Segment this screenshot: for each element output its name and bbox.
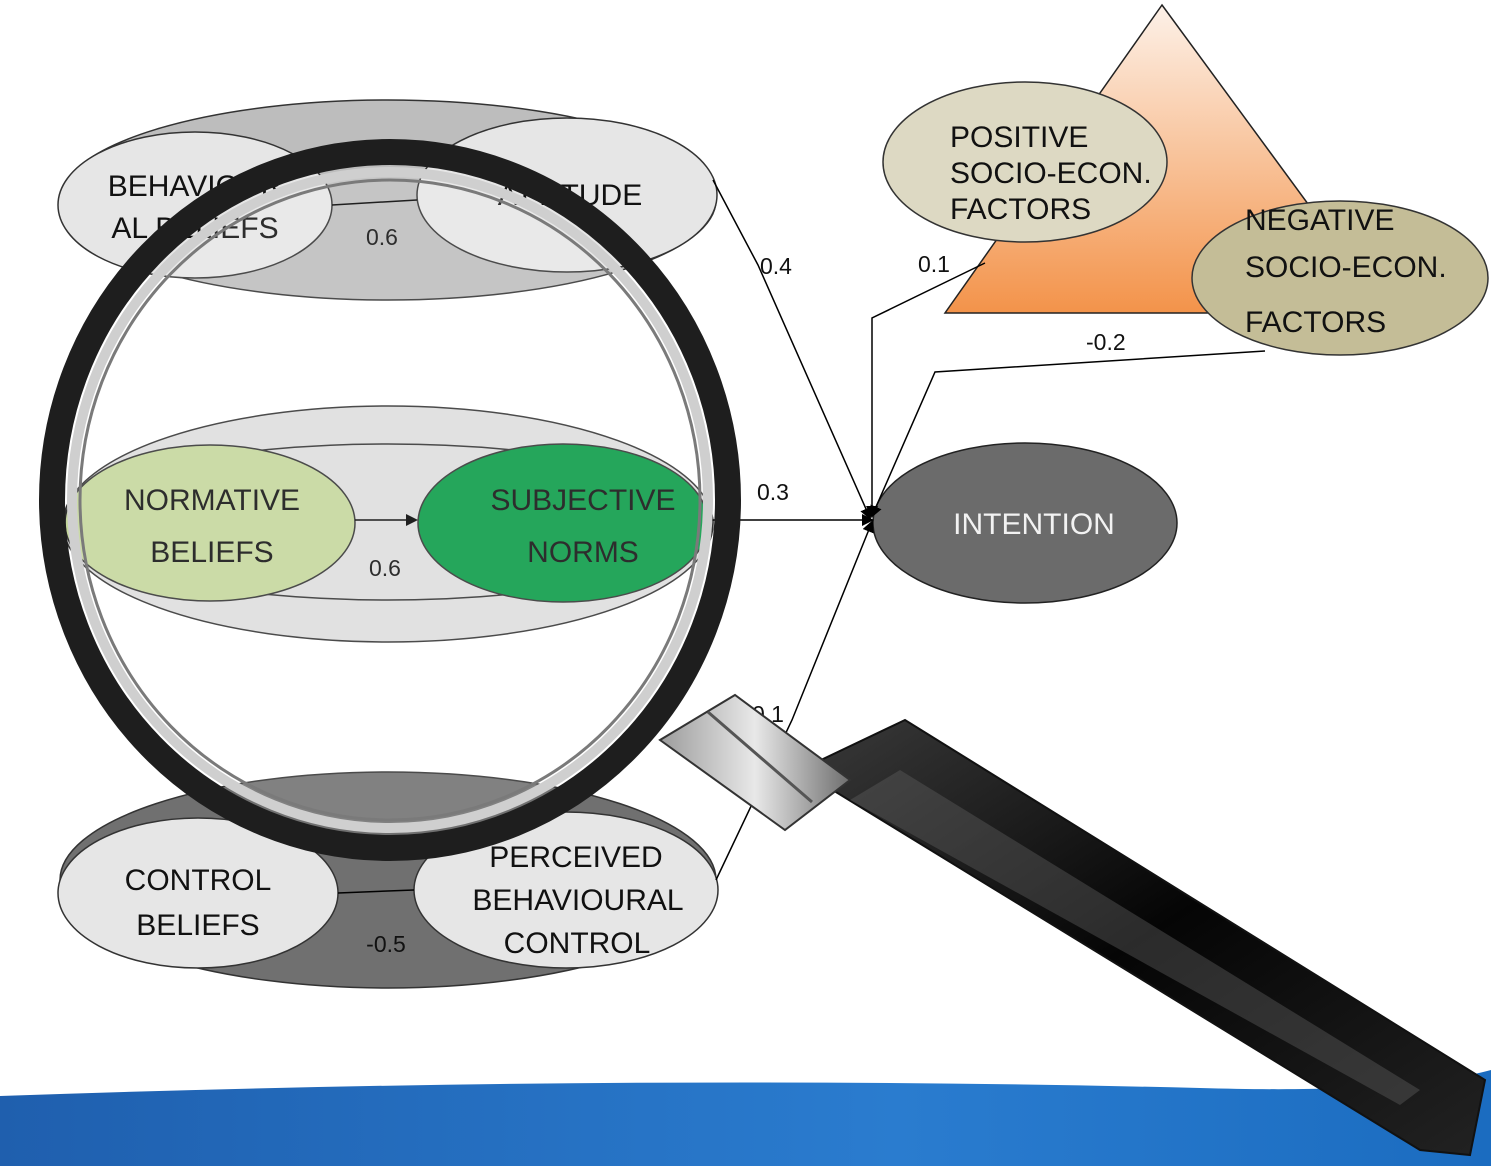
positive-factors-label-line-3: FACTORS <box>950 193 1091 226</box>
collar-groove <box>707 710 813 804</box>
weight-normative-subjective: 0.6 <box>369 555 401 581</box>
negative-factors-label-line-2: SOCIO-ECON. <box>1245 251 1447 284</box>
subjective-norms-label-line-1: SUBJECTIVE <box>490 484 675 517</box>
magnifier-collar <box>658 693 852 832</box>
perceived-intention-arrow <box>715 520 874 881</box>
positive-factors-label-line-1: POSITIVE <box>950 121 1088 154</box>
subjective-norms-group: NORMATIVE BELIEFS SUBJECTIVE NORMS 0.6 <box>62 405 714 643</box>
perceived-control-label-line-3: CONTROL <box>504 927 651 960</box>
intention-label: INTENTION <box>953 508 1115 541</box>
lens-rim-outer <box>39 139 741 861</box>
perceived-control-group: CONTROL BELIEFS PERCEIVED BEHAVIOURAL CO… <box>57 771 719 989</box>
handle-highlight <box>850 770 1420 1105</box>
positive-intention-arrow <box>866 262 986 518</box>
control-perceived-arrow <box>337 889 415 894</box>
negative-factors-node <box>1191 200 1489 356</box>
perceived-control-label-line-2: BEHAVIOURAL <box>472 884 683 917</box>
weight-control-perceived: -0.5 <box>366 931 406 957</box>
lens-glass <box>72 170 708 830</box>
normative-beliefs-label-line-2: BELIEFS <box>150 536 273 569</box>
perceived-control-label-line-1: PERCEIVED <box>489 841 662 874</box>
weight-positive-intention: 0.1 <box>918 251 950 277</box>
beliefs-attitude-arrow <box>331 199 418 206</box>
negative-intention-arrow <box>870 350 1266 518</box>
subjective-norms-label-line-2: NORMS <box>527 536 639 569</box>
weight-beliefs-attitude: 0.6 <box>366 224 398 250</box>
magnifier-handle <box>797 718 1487 1157</box>
control-beliefs-label-line-1: CONTROL <box>125 864 272 897</box>
lens-rim-highlight <box>67 167 713 833</box>
negative-factors-label-line-1: NEGATIVE <box>1245 204 1394 237</box>
weight-negative-intention: -0.2 <box>1086 329 1126 355</box>
positive-factors-label-line-2: SOCIO-ECON. <box>950 157 1152 190</box>
socio-economic-group: POSITIVE SOCIO-ECON. FACTORS NEGATIVE SO… <box>882 3 1489 356</box>
negative-factors-label-line-3: FACTORS <box>1245 306 1386 339</box>
weight-attitude-intention: 0.4 <box>760 253 792 279</box>
control-beliefs-label-line-2: BELIEFS <box>136 909 259 942</box>
normative-beliefs-label-line-1: NORMATIVE <box>124 484 300 517</box>
positive-factors-node <box>882 81 1168 243</box>
attitude-intention-arrow <box>712 179 872 520</box>
footer-wave-band <box>0 1070 1491 1166</box>
weight-subjective-intention: 0.3 <box>757 479 789 505</box>
magnifying-glass-icon <box>39 139 1487 1157</box>
lens-rim-inner <box>78 178 702 822</box>
intention-connectors <box>708 179 1266 881</box>
